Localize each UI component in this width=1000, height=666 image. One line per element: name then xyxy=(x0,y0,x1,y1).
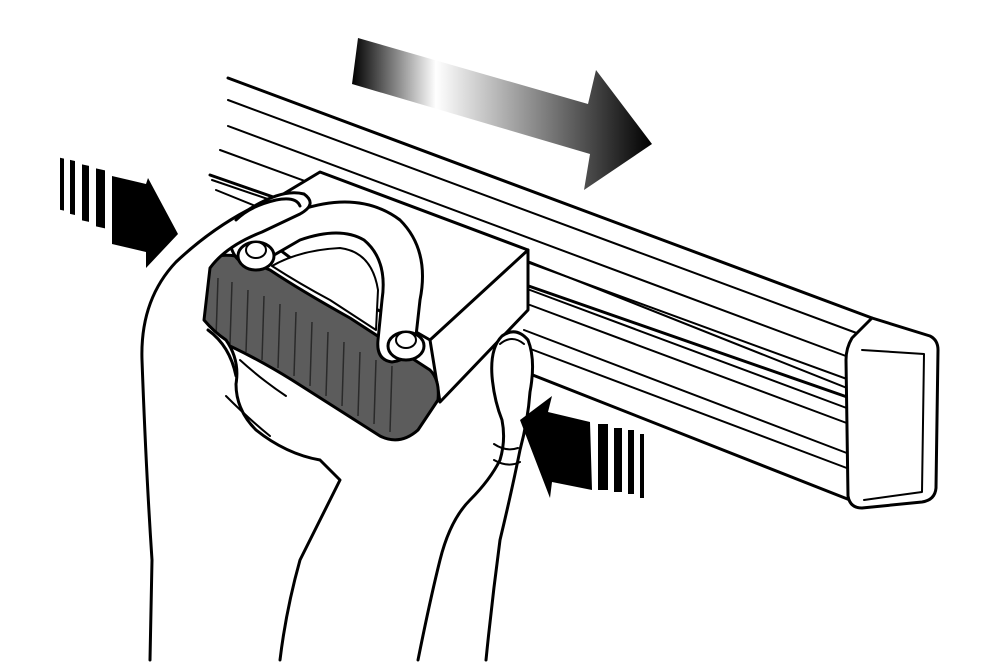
right-hand xyxy=(416,330,535,662)
left-hand-finger xyxy=(206,328,238,378)
left-thumb xyxy=(234,197,302,222)
holder-spring-clip xyxy=(228,200,424,364)
left-hand-finger xyxy=(239,359,287,397)
rail-groove xyxy=(529,261,853,391)
wall-rail xyxy=(208,76,940,510)
rail-top-line xyxy=(227,125,863,363)
tool-holder xyxy=(196,170,530,442)
right-thumb-nail xyxy=(499,338,525,345)
left-hand xyxy=(140,191,342,662)
push-arrow-left xyxy=(60,157,178,268)
rail-end-cap-inner xyxy=(861,349,925,501)
push-arrow-right xyxy=(520,396,644,498)
right-hand-knuckle xyxy=(493,443,519,451)
rivet-left xyxy=(236,240,276,272)
slide-direction-arrow xyxy=(352,38,652,190)
clip-opening xyxy=(271,247,379,331)
rail-bottom-edge xyxy=(518,368,852,502)
rail-groove xyxy=(529,289,853,411)
left-hand-finger xyxy=(225,395,271,437)
rail-top-edge xyxy=(226,76,874,320)
rail-top-line xyxy=(227,99,871,339)
rubber-ridges xyxy=(215,277,393,433)
rail-end-cap xyxy=(844,316,940,510)
rail-groove xyxy=(519,344,853,471)
hands xyxy=(140,191,535,662)
rail-groove xyxy=(523,329,853,456)
rail-groove xyxy=(529,304,853,426)
right-hand-knuckle xyxy=(493,459,521,466)
rivet-right xyxy=(386,330,426,362)
